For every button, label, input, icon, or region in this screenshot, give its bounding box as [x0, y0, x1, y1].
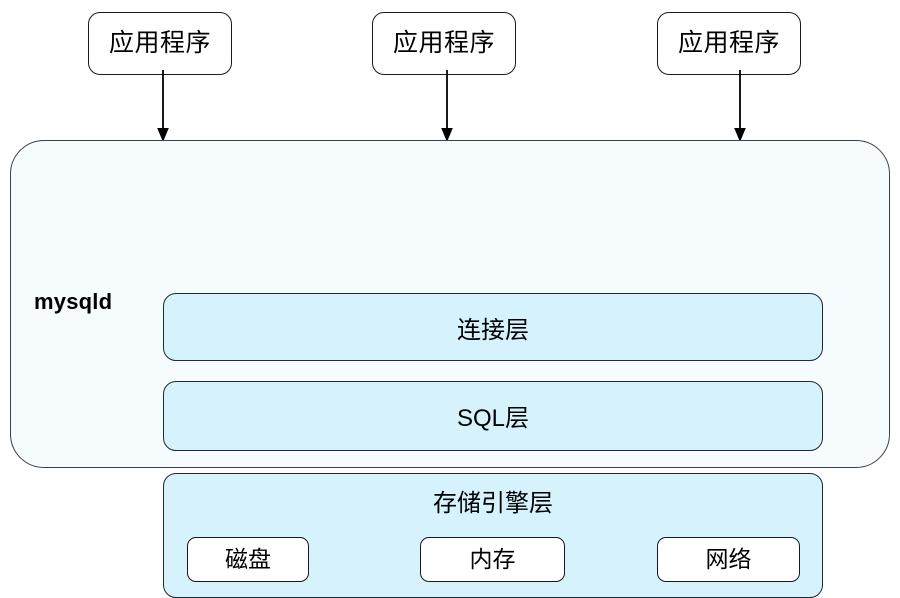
- storage-engine-layer-box[interactable]: 存储引擎层 磁盘 内存 网络: [163, 473, 823, 598]
- connection-layer-label: 连接层: [457, 317, 529, 344]
- storage-engine-layer-label: 存储引擎层: [433, 490, 553, 517]
- resource-box-disk[interactable]: 磁盘: [187, 537, 309, 582]
- resource-label-network: 网络: [705, 546, 752, 572]
- application-box-label: 应用程序: [392, 29, 495, 57]
- application-box-label: 应用程序: [677, 29, 780, 57]
- mysqld-container[interactable]: 连接层 SQL层 存储引擎层 磁盘 内存 网络: [10, 140, 890, 598]
- application-box-3[interactable]: 应用程序: [657, 12, 801, 75]
- sql-layer-label: SQL层: [456, 405, 530, 432]
- resource-box-network[interactable]: 网络: [657, 537, 800, 582]
- architecture-diagram: 应用程序 应用程序 应用程序 连接层 SQL层 存储引擎层 磁盘: [10, 12, 890, 598]
- connection-layer-box[interactable]: 连接层: [163, 293, 823, 361]
- resource-box-memory[interactable]: 内存: [420, 537, 565, 582]
- arrow-app2-to-server-icon: [441, 70, 453, 142]
- mysqld-label: mysqld: [34, 289, 113, 314]
- application-box-2[interactable]: 应用程序: [372, 12, 516, 75]
- arrow-app3-to-server-icon: [734, 70, 746, 142]
- arrow-app1-to-server-icon: [157, 70, 169, 142]
- sql-layer-box[interactable]: SQL层: [163, 381, 823, 451]
- resource-label-disk: 磁盘: [225, 546, 271, 572]
- application-box-1[interactable]: 应用程序: [88, 12, 232, 75]
- application-box-label: 应用程序: [108, 29, 211, 57]
- resource-label-memory: 内存: [469, 546, 516, 572]
